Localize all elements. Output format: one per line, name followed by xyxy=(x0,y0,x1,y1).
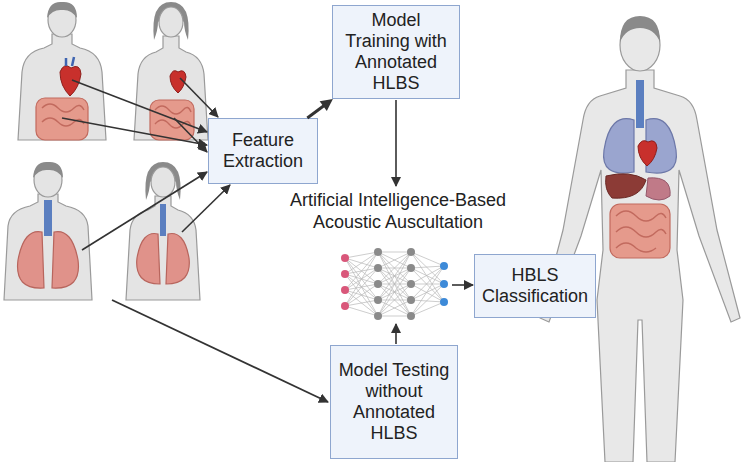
full-body-figure-part xyxy=(646,178,670,200)
full-body-figure-part xyxy=(604,119,634,173)
full-body-figure-part xyxy=(636,80,644,128)
neural-network-icon-part xyxy=(341,270,349,278)
neural-network-icon-part xyxy=(407,248,415,256)
neural-network-icon-part xyxy=(407,280,415,288)
male-lung-figure-part xyxy=(44,200,52,236)
flow-arrows-part xyxy=(112,300,328,402)
male-lung-figure xyxy=(4,162,92,300)
flow-arrows-part xyxy=(82,172,207,250)
neural-network-icon-part xyxy=(374,264,382,272)
process-box: Feature Extraction xyxy=(208,118,318,184)
process-box: HBLS Classification xyxy=(474,254,596,318)
neural-network-icon xyxy=(341,248,448,320)
neural-network-icon-part xyxy=(374,296,382,304)
full-body-figure-part xyxy=(606,174,646,198)
neural-network-icon-part xyxy=(341,302,349,310)
female-lung-figure-part xyxy=(145,162,180,200)
flow-connector xyxy=(307,99,333,118)
neural-network-icon-part xyxy=(374,312,382,320)
flow-arrows-part xyxy=(395,100,397,186)
female-lung-figure-part xyxy=(166,234,189,285)
male-heart-figure-part xyxy=(36,98,88,140)
female-lung-figure-part xyxy=(126,196,200,300)
full-body-figure-part xyxy=(638,141,657,166)
neural-network-icon-part xyxy=(378,252,411,316)
male-heart-figure xyxy=(18,2,106,140)
neural-network-icon-part xyxy=(440,298,448,306)
male-heart-figure-part xyxy=(60,66,81,96)
neural-network-icon-part xyxy=(374,248,382,256)
male-lung-figure-part xyxy=(33,162,63,178)
neural-network-icon-part xyxy=(345,252,378,316)
process-box: Model Testing without Annotated HLBS xyxy=(330,345,458,459)
neural-network-icon-part xyxy=(411,252,444,316)
full-body-figure-part xyxy=(616,211,666,252)
connector-line xyxy=(307,105,325,118)
box-label: Model Training with Annotated HLBS xyxy=(337,10,455,94)
male-heart-figure-part xyxy=(47,2,77,18)
full-body-figure xyxy=(540,16,740,462)
box-label: Model Testing without Annotated HLBS xyxy=(335,360,453,444)
male-lung-figure-part xyxy=(52,232,78,289)
neural-network-icon-part xyxy=(341,286,349,294)
female-heart-figure-part xyxy=(134,36,208,140)
neural-network-icon-part xyxy=(407,296,415,304)
female-lung-figure-part xyxy=(137,234,160,285)
male-lung-figure-part xyxy=(18,232,44,289)
neural-network-icon-part xyxy=(407,312,415,320)
process-box: Model Training with Annotated HLBS xyxy=(332,5,460,99)
female-heart-figure-part xyxy=(155,106,191,128)
neural-network-icon-part xyxy=(407,264,415,272)
process-caption: Artificial Intelligence-Based Acoustic A… xyxy=(263,190,533,233)
male-heart-figure-part xyxy=(66,57,74,66)
female-heart-figure-part xyxy=(150,100,194,140)
male-lung-figure-part xyxy=(4,194,92,300)
female-heart-figure xyxy=(134,2,208,140)
neural-network-icon-part xyxy=(440,280,448,288)
female-lung-figure-part xyxy=(160,204,166,236)
female-heart-figure-part xyxy=(159,7,183,37)
flow-arrows-part xyxy=(62,118,207,145)
flow-arrows-part xyxy=(180,78,218,117)
arrow-head xyxy=(320,99,333,111)
flow-arrows-part xyxy=(182,185,230,232)
female-heart-figure-part xyxy=(153,2,188,40)
flow-arrows-part xyxy=(452,284,473,286)
box-label: HBLS Classification xyxy=(479,265,591,307)
neural-network-icon-part xyxy=(341,254,349,262)
full-body-figure-part xyxy=(620,16,660,42)
full-body-figure-part xyxy=(610,204,670,258)
male-heart-figure-part xyxy=(42,104,84,126)
neural-network-icon-part xyxy=(374,280,382,288)
box-label: Feature Extraction xyxy=(213,130,313,172)
flow-arrows-part xyxy=(174,118,207,152)
flow-arrows-part xyxy=(395,324,397,344)
female-lung-figure-part xyxy=(151,167,175,197)
neural-network-icon-part xyxy=(440,262,448,270)
